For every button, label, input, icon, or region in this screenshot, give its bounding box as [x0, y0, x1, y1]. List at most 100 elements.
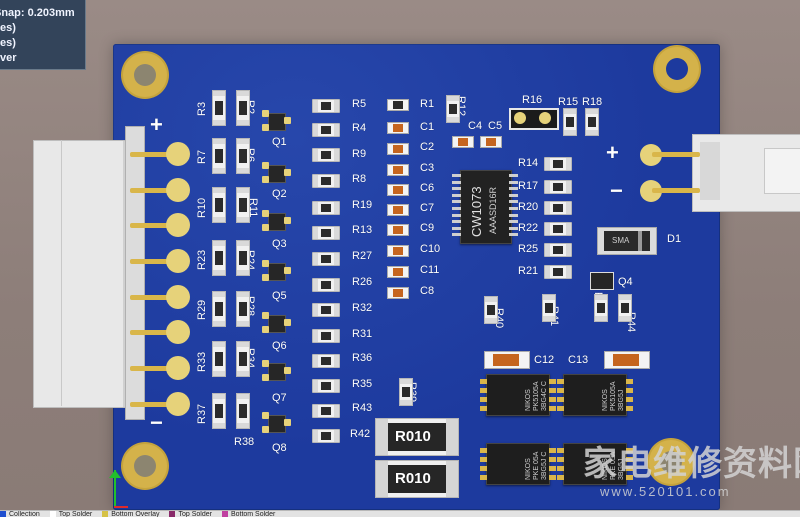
layer-tabs-bar[interactable]: Collection Top Solder Bottom Overlay Top So…	[0, 510, 800, 517]
mosfet-pin	[626, 457, 633, 462]
plus-right-label: +	[606, 140, 619, 165]
capacitor-col-10[interactable]	[387, 287, 409, 299]
mosfet-pin	[480, 457, 487, 462]
transistor-q-3[interactable]	[262, 210, 292, 232]
capacitor-col-6[interactable]	[387, 204, 409, 216]
resistor-pair-1-1[interactable]	[212, 90, 226, 126]
resistor-mid-1[interactable]	[312, 99, 340, 113]
transistor-q-7[interactable]	[262, 412, 292, 434]
ic-pin	[509, 180, 518, 184]
transistor-q-1[interactable]	[262, 110, 292, 132]
capacitor-col-4[interactable]	[387, 164, 409, 176]
resistor-lower-4[interactable]	[618, 294, 632, 322]
resistor-right-5[interactable]	[544, 243, 572, 257]
label-c1: C1	[420, 121, 435, 133]
resistor-pair-3-2[interactable]	[236, 187, 250, 223]
ic-pin	[509, 226, 518, 230]
shunt-resistor-2[interactable]: R010	[375, 460, 459, 498]
capacitor-c5[interactable]	[480, 136, 502, 148]
resistor-pair-2-1[interactable]	[212, 138, 226, 174]
transistor-q-5[interactable]	[262, 312, 292, 334]
connector-right[interactable]	[692, 134, 800, 212]
resistor-mid-3[interactable]	[312, 148, 340, 162]
resistor-r39[interactable]	[399, 378, 413, 406]
resistor-lower-1[interactable]	[484, 296, 498, 324]
capacitor-c4[interactable]	[452, 136, 474, 148]
transistor-q-4[interactable]	[262, 260, 292, 282]
resistor-mid-4[interactable]	[312, 174, 340, 188]
resistor-mid-7[interactable]	[312, 252, 340, 266]
mosfet-pin	[480, 379, 487, 384]
label-r20: R20	[518, 201, 539, 213]
capacitor-col-8[interactable]	[387, 245, 409, 257]
resistor-mid-14[interactable]	[312, 429, 340, 443]
resistor-mid-13[interactable]	[312, 404, 340, 418]
mosfet-pin	[626, 406, 633, 411]
ic-pin	[509, 193, 518, 197]
label-r32: R32	[352, 302, 373, 314]
resistor-right-2[interactable]	[544, 180, 572, 194]
resistor-pair-6-2[interactable]	[236, 341, 250, 377]
transistor-q-2[interactable]	[262, 162, 292, 184]
resistor-mid-12[interactable]	[312, 379, 340, 393]
resistor-pair-5-2[interactable]	[236, 291, 250, 327]
capacitor-col-9[interactable]	[387, 266, 409, 278]
resistor-mid-2[interactable]	[312, 123, 340, 137]
resistor-pair-3-1[interactable]	[212, 187, 226, 223]
label-r17: R17	[518, 180, 539, 192]
capacitor-col-3[interactable]	[387, 143, 409, 155]
ic-cw1073[interactable]	[460, 170, 512, 244]
diode-d1[interactable]: SMA	[597, 227, 657, 255]
resistor-pair-7-2[interactable]	[236, 393, 250, 429]
layer-color-swatch	[0, 511, 6, 517]
component-r16[interactable]	[509, 108, 559, 130]
resistor-pair-1-2[interactable]	[236, 90, 250, 126]
label-c8: C8	[420, 285, 435, 297]
resistor-mid-9[interactable]	[312, 303, 340, 317]
resistor-mid-5[interactable]	[312, 201, 340, 215]
capacitor-c12[interactable]	[484, 351, 530, 369]
layer-tab-5[interactable]: Bottom Solder	[221, 511, 275, 517]
resistor-mid-8[interactable]	[312, 278, 340, 292]
resistor-pair-5-1[interactable]	[212, 291, 226, 327]
resistor-right-4[interactable]	[544, 222, 572, 236]
layer-tab-2[interactable]: Top Solder	[49, 511, 92, 517]
transistor-pad	[262, 412, 269, 419]
layer-tab-1[interactable]: Collection	[0, 511, 40, 517]
resistor-top-2[interactable]	[585, 108, 599, 136]
connector-left[interactable]	[33, 126, 145, 420]
layer-tab-3[interactable]: Bottom Overlay	[102, 511, 159, 517]
capacitor-col-7[interactable]	[387, 224, 409, 236]
resistor-pair-4-2[interactable]	[236, 240, 250, 276]
label-r37: R37	[196, 403, 208, 424]
capacitor-col-2[interactable]	[387, 122, 409, 134]
resistor-right-3[interactable]	[544, 201, 572, 215]
resistor-pair-7-1[interactable]	[212, 393, 226, 429]
capacitor-c13[interactable]	[604, 351, 650, 369]
shunt-resistor-1[interactable]: R010	[375, 418, 459, 456]
layer-tab-4[interactable]: Top Solder	[169, 511, 212, 517]
ic-pin	[452, 200, 461, 204]
resistor-right-1[interactable]	[544, 157, 572, 171]
resistor-r12[interactable]	[446, 95, 460, 123]
transistor-q4[interactable]	[590, 272, 614, 290]
resistor-pair-4-1[interactable]	[212, 240, 226, 276]
resistor-mid-10[interactable]	[312, 329, 340, 343]
resistor-mid-11[interactable]	[312, 354, 340, 368]
resistor-right-6[interactable]	[544, 265, 572, 279]
resistor-mid-6[interactable]	[312, 226, 340, 240]
resistor-pair-2-2[interactable]	[236, 138, 250, 174]
transistor-q-6[interactable]	[262, 360, 292, 382]
resistor-lower-2[interactable]	[542, 294, 556, 322]
capacitor-col-5[interactable]	[387, 184, 409, 196]
resistor-lower-3[interactable]	[594, 294, 608, 322]
resistor-pair-6-1[interactable]	[212, 341, 226, 377]
resistor-top-1[interactable]	[563, 108, 577, 136]
capacitor-col-1[interactable]	[387, 99, 409, 111]
